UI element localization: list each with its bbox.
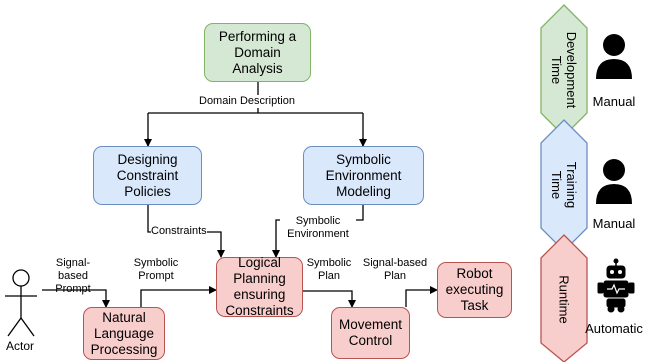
edge-label-domain-description: Domain Description: [199, 95, 295, 108]
robot-task-label: Robot executing Task: [445, 266, 504, 313]
phase-training-label: Training Time: [549, 161, 579, 209]
nlp-label: Natural Language Processing: [90, 309, 158, 357]
logical-planning-label: Logical Planning ensuring Constraints: [225, 255, 294, 318]
phase-runtime: [540, 234, 588, 362]
edge-domain-description: [147, 82, 364, 146]
edge-signal-plan: [405, 286, 438, 307]
edge-label-symbolic-prompt: Symbolic Prompt: [133, 257, 179, 282]
domain-analysis-box: Performing a Domain Analysis: [204, 23, 311, 82]
person-icon: [596, 34, 632, 79]
edge-symbolic-prompt: [140, 286, 217, 307]
actor-label: Actor: [6, 339, 35, 353]
phase-runtime-label: Runtime: [556, 275, 572, 324]
mode-runtime: Automatic: [585, 321, 643, 336]
edge-label-constraints: Constraints: [151, 225, 207, 238]
actor-icon: [5, 269, 37, 337]
edge-label-symbolic-environment: Symbolic Environment: [280, 215, 356, 241]
movement-control-label: Movement Control: [338, 317, 403, 348]
edge-label-symbolic-plan: Symbolic Plan: [306, 257, 352, 282]
constraint-policies-label: Designing Constraint Policies: [116, 151, 179, 199]
domain-analysis-label: Performing a Domain Analysis: [218, 28, 297, 76]
edge-label-signal-plan: Signal-based Plan: [362, 257, 428, 282]
edge-signal-prompt: [42, 289, 110, 308]
person-icon: [596, 159, 632, 204]
nlp-box: Natural Language Processing: [83, 307, 165, 360]
movement-control-box: Movement Control: [331, 307, 410, 359]
environment-modeling-box: Symbolic Environment Modeling: [303, 146, 424, 205]
robot-task-box: Robot executing Task: [437, 262, 512, 318]
constraint-policies-box: Designing Constraint Policies: [93, 146, 202, 205]
edge-symbolic-plan: [303, 290, 356, 308]
robot-icon: [597, 258, 635, 313]
edge-label-signal-prompt: Signal-based Prompt: [55, 257, 91, 295]
environment-modeling-label: Symbolic Environment Modeling: [325, 151, 402, 199]
mode-development: Manual: [592, 94, 636, 109]
logical-planning-box: Logical Planning ensuring Constraints: [216, 255, 303, 318]
mode-training: Manual: [592, 216, 636, 231]
